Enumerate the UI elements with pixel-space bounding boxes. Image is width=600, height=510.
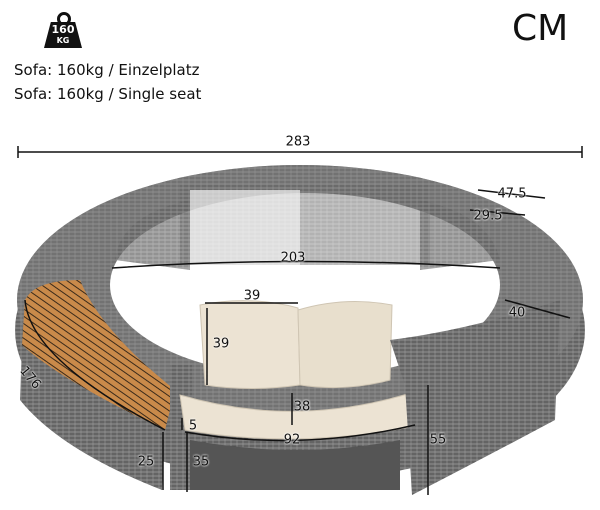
weight-unit: KG xyxy=(56,36,70,45)
dim-seat-height-inner: 38 xyxy=(293,399,311,415)
dim-inner-diameter: 203 xyxy=(280,250,306,266)
weight-value: 160 xyxy=(51,23,75,36)
dim-cushion-width: 39 xyxy=(243,288,261,304)
dim-total-height: 55 xyxy=(429,432,447,448)
spec-line-de: Sofa: 160kg / Einzelplatz xyxy=(14,61,200,79)
dim-bench-height: 25 xyxy=(137,454,155,470)
dim-gap: 5 xyxy=(188,418,198,434)
dim-sofa-width: 92 xyxy=(283,432,301,448)
wicker-block-right xyxy=(390,300,560,495)
dimension-lines xyxy=(17,146,583,495)
dim-cushion-height: 39 xyxy=(212,336,230,352)
dim-top-depth: 47.5 xyxy=(497,186,527,202)
unit-label: CM xyxy=(512,8,569,49)
dim-overall-width: 283 xyxy=(285,134,311,150)
wooden-bench xyxy=(22,280,175,430)
weight-icon: 160 KG xyxy=(44,12,82,48)
dim-sofa-leg-height: 35 xyxy=(192,454,210,470)
spec-line-en: Sofa: 160kg / Single seat xyxy=(14,85,202,103)
dim-seat-depth: 29.5 xyxy=(473,208,503,224)
dim-ring-width: 40 xyxy=(508,305,526,321)
cushion-right xyxy=(297,300,393,389)
